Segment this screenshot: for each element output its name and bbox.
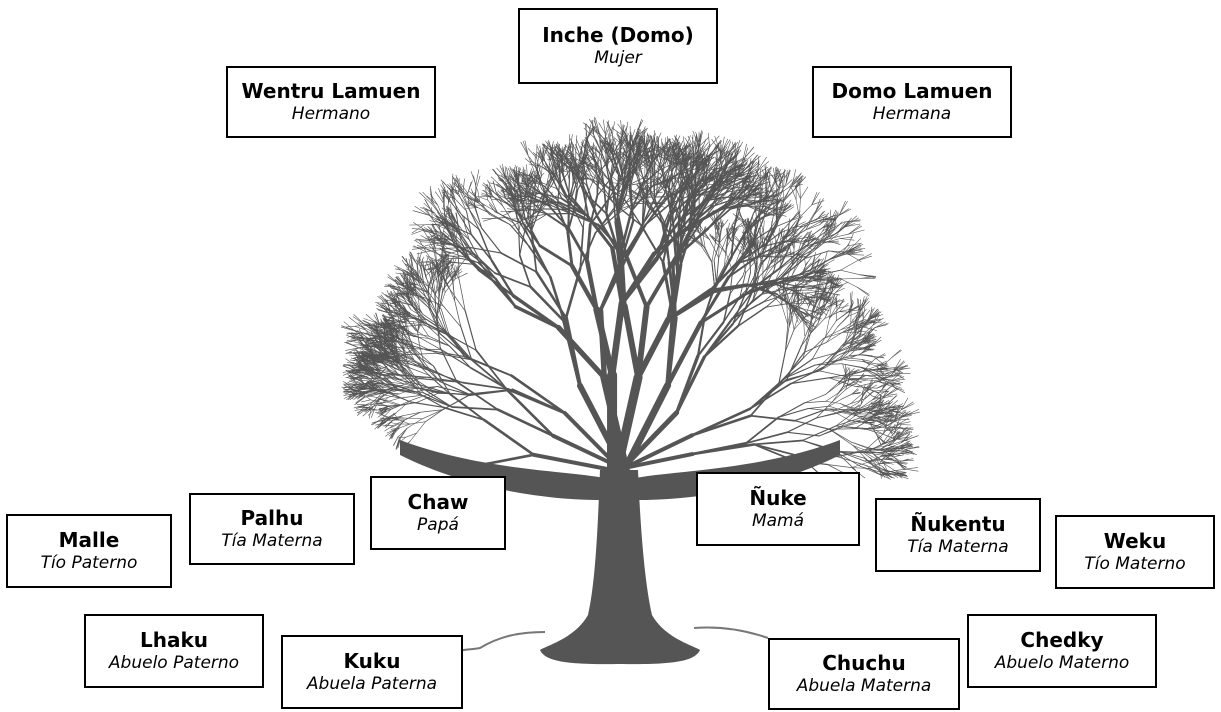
label-name: Palhu [240, 506, 304, 530]
label-translation: Tía Materna [907, 537, 1009, 557]
label-domo-lamuen: Domo Lamuen Hermana [812, 66, 1012, 138]
label-name: Ñuke [749, 486, 807, 510]
label-name: Lhaku [139, 628, 209, 652]
label-name: Ñukentu [910, 512, 1006, 536]
label-lhaku: Lhaku Abuelo Paterno [84, 614, 264, 688]
label-inche: Inche (Domo) Mujer [518, 8, 718, 84]
label-name: Weku [1103, 529, 1167, 553]
label-translation: Tío Paterno [40, 553, 138, 573]
label-name: Malle [58, 528, 120, 552]
label-nuke: Ñuke Mamá [696, 472, 860, 546]
label-name: Chaw [407, 490, 469, 514]
label-translation: Hermano [291, 104, 371, 124]
label-name: Chedky [1020, 628, 1104, 652]
label-name: Inche (Domo) [542, 23, 694, 47]
tree-branches [340, 116, 920, 480]
label-kuku: Kuku Abuela Paterna [281, 635, 463, 709]
label-translation: Hermana [872, 104, 952, 124]
label-translation: Abuela Paterna [306, 674, 438, 694]
label-translation: Tía Materna [221, 531, 323, 551]
label-translation: Abuela Materna [796, 676, 932, 696]
label-malle: Malle Tío Paterno [6, 514, 172, 588]
label-chaw: Chaw Papá [370, 476, 506, 550]
label-name: Domo Lamuen [831, 79, 993, 103]
label-translation: Mujer [594, 48, 642, 68]
label-nukentu: Ñukentu Tía Materna [875, 498, 1041, 572]
label-translation: Papá [417, 515, 459, 535]
label-name: Chuchu [822, 651, 906, 675]
label-wentru-lamuen: Wentru Lamuen Hermano [226, 66, 436, 138]
label-palhu: Palhu Tía Materna [189, 493, 355, 565]
label-translation: Mamá [751, 511, 805, 531]
label-chedky: Chedky Abuelo Materno [967, 614, 1157, 688]
label-chuchu: Chuchu Abuela Materna [768, 638, 960, 710]
label-translation: Abuelo Paterno [108, 653, 240, 673]
label-translation: Abuelo Materno [994, 653, 1130, 673]
label-name: Wentru Lamuen [241, 79, 421, 103]
label-translation: Tío Materno [1084, 554, 1186, 574]
label-weku: Weku Tío Materno [1055, 515, 1215, 589]
label-name: Kuku [343, 649, 401, 673]
